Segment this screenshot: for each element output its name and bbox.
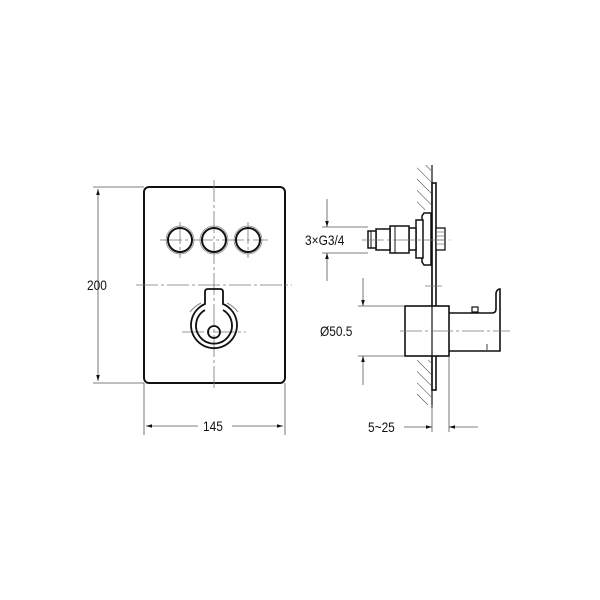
side-center-lines [362,239,510,332]
mixer-lever [189,288,239,350]
depth-dimension [404,356,478,432]
diameter-label: Ø50.5 [320,323,353,339]
side-cover-plate [431,182,437,391]
depth-label: 5~25 [368,419,395,435]
valve-body [367,212,446,266]
mixer-side [404,288,501,357]
height-label: 200 [87,277,107,293]
front-view [93,180,292,435]
center-lines [136,180,292,390]
thread-label: 3×G3/4 [305,232,345,248]
width-dimension [143,383,286,435]
wall-hatch-bottom [417,360,431,405]
push-button-2 [201,227,227,253]
width-label: 145 [203,418,223,434]
push-buttons [165,225,263,255]
push-button-3 [235,227,261,253]
side-view [322,165,510,432]
diameter-dimension [358,278,405,385]
thread-dimension [322,199,368,281]
wall-hatch-top [417,165,431,210]
height-dimension [93,186,144,384]
push-button-1 [167,227,193,253]
